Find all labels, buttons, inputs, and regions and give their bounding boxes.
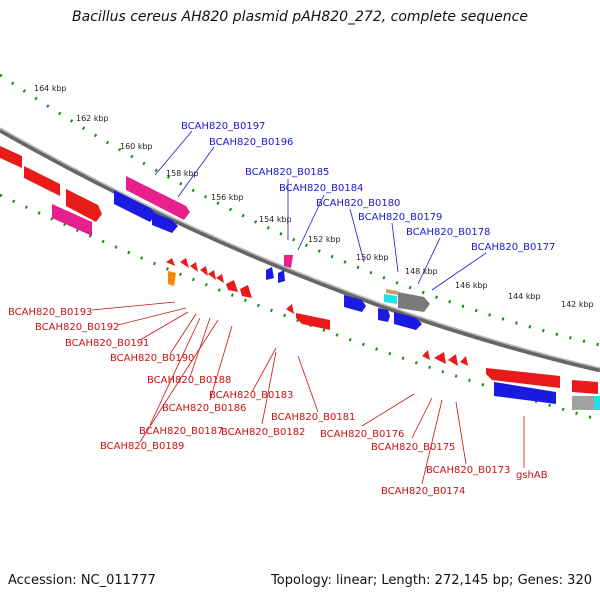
gene-label: BCAH820_B0177: [471, 242, 555, 253]
sequence-backbone: [0, 127, 600, 373]
reverse-leaders: [91, 301, 525, 485]
tick-label: 154 kbp: [259, 215, 292, 224]
gene-red: [422, 350, 430, 360]
gene-label: BCAH820_B0188: [147, 375, 231, 386]
gene-red: [240, 285, 252, 298]
gene-blue: [114, 190, 156, 222]
forward-leaders: [154, 130, 487, 291]
gene-cyan: [384, 294, 397, 304]
gene-magenta: [284, 255, 293, 268]
gene-label: BCAH820_B0179: [358, 212, 442, 223]
gene-red: [216, 274, 224, 283]
gene-red: [24, 166, 60, 196]
gene-label: BCAH820_B0183: [209, 390, 293, 401]
gene-label: BCAH820_B0174: [381, 486, 465, 497]
gene-red: [286, 304, 294, 314]
gene-blue: [266, 267, 274, 280]
gene-label: BCAH820_B0176: [320, 429, 404, 440]
gene-label: BCAH820_B0192: [35, 322, 119, 333]
tick-label: 150 kbp: [356, 253, 389, 262]
gene-label: BCAH820_B0187: [139, 426, 223, 437]
gene-label: BCAH820_B0186: [162, 403, 246, 414]
tick-label: 142 kbp: [561, 300, 594, 309]
gene-blue: [344, 295, 366, 312]
gene-label: BCAH820_B0175: [371, 442, 455, 453]
reverse-gene-labels: BCAH820_B0193 BCAH820_B0192 BCAH820_B019…: [8, 307, 548, 497]
gene-red: [572, 380, 598, 394]
gene-label: BCAH820_B0173: [426, 465, 510, 476]
tick-label: 144 kbp: [508, 292, 541, 301]
tick-label: 160 kbp: [120, 142, 153, 151]
tick-label: 152 kbp: [308, 235, 341, 244]
forward-genes: [0, 146, 430, 330]
gene-blue: [394, 312, 422, 330]
gene-label: BCAH820_B0180: [316, 198, 400, 209]
gene-red: [208, 270, 216, 280]
gene-red: [226, 280, 238, 292]
gene-red: [296, 313, 330, 330]
gene-red: [434, 352, 446, 364]
gene-magenta: [126, 176, 190, 220]
gene-red: [180, 258, 189, 268]
gene-label: BCAH820_B0193: [8, 307, 92, 318]
tick-label: 164 kbp: [34, 84, 67, 93]
gene-red: [190, 262, 198, 272]
gene-blue: [378, 308, 390, 322]
gene-label: BCAH820_B0196: [209, 137, 293, 148]
gene-orange: [168, 271, 176, 286]
map-title: Bacillus cereus AH820 plasmid pAH820_272…: [72, 9, 528, 25]
gene-label: BCAH820_B0182: [221, 427, 305, 438]
gene-label: BCAH820_B0178: [406, 227, 490, 238]
gene-red: [448, 354, 458, 366]
tick-labels: 164 kbp 162 kbp 160 kbp 158 kbp 156 kbp …: [34, 84, 594, 309]
gene-red: [166, 258, 175, 266]
gene-tan: [386, 289, 398, 295]
gene-red: [66, 189, 102, 222]
gene-label: BCAH820_B0189: [100, 441, 184, 452]
reverse-genes: [166, 258, 600, 410]
gene-red: [200, 266, 208, 276]
accession-label: Accession: NC_011777: [8, 573, 156, 588]
gene-label: BCAH820_B0191: [65, 338, 149, 349]
gene-cyan: [594, 396, 600, 410]
topology-label: Topology: linear; Length: 272,145 bp; Ge…: [271, 573, 592, 588]
gene-label: BCAH820_B0181: [271, 412, 355, 423]
gene-red: [0, 146, 22, 168]
forward-gene-labels: BCAH820_B0197 BCAH820_B0196 BCAH820_B018…: [181, 121, 555, 253]
tick-label: 148 kbp: [405, 267, 438, 276]
gene-gray: [398, 292, 430, 312]
tick-label: 158 kbp: [166, 169, 199, 178]
gene-red: [460, 356, 468, 366]
gene-label: BCAH820_B0184: [279, 183, 363, 194]
gene-label: BCAH820_B0190: [110, 353, 194, 364]
gene-gray: [572, 396, 598, 410]
gene-label: gshAB: [516, 470, 548, 481]
gene-blue: [152, 212, 178, 233]
tick-label: 146 kbp: [455, 281, 488, 290]
gene-blue: [278, 270, 285, 283]
tick-label: 156 kbp: [211, 193, 244, 202]
gene-blue: [494, 382, 556, 404]
gene-magenta: [52, 204, 92, 236]
gene-label: BCAH820_B0185: [245, 167, 329, 178]
gene-red: [486, 368, 560, 388]
tick-label: 162 kbp: [76, 114, 109, 123]
gene-label: BCAH820_B0197: [181, 121, 265, 132]
